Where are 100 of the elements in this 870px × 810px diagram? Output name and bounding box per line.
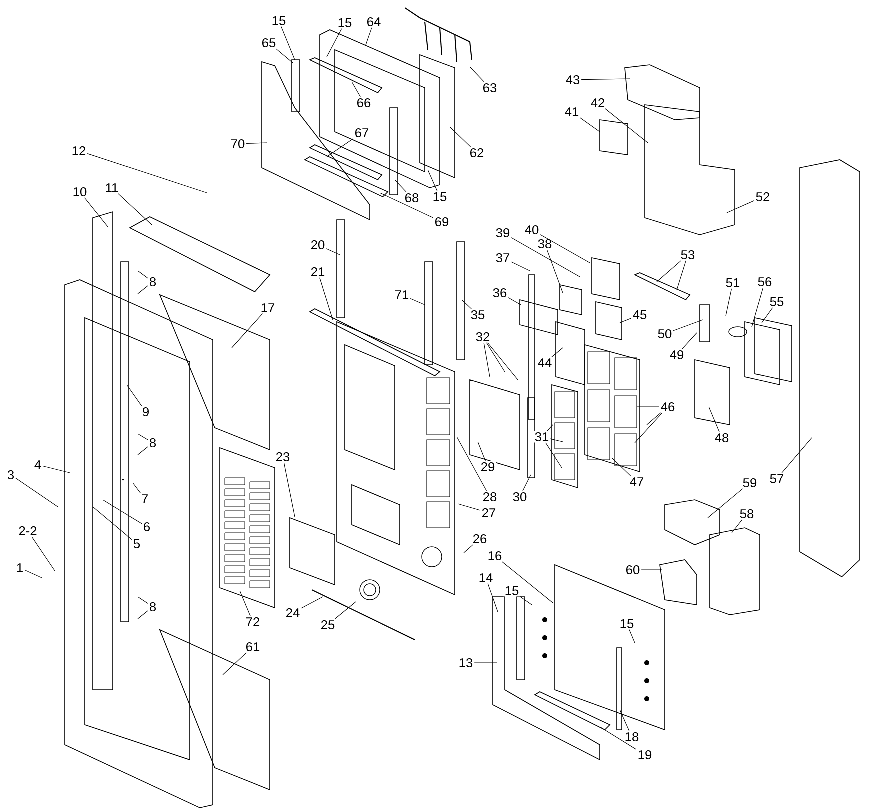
leader-line (118, 194, 152, 226)
callout-number: 2-2 (18, 525, 38, 537)
callout-number: 52 (754, 191, 772, 203)
leader-line (520, 596, 532, 606)
callout-number: 67 (354, 127, 370, 139)
callout-number: 57 (768, 473, 786, 485)
leader-line (138, 446, 148, 456)
callout-number: 65 (260, 37, 278, 49)
leader-line (16, 478, 58, 508)
leader-line (102, 500, 142, 524)
leader-line (410, 298, 426, 306)
callout-number: 44 (536, 357, 554, 369)
callout-number: 27 (480, 507, 498, 519)
callout-number: 66 (356, 97, 372, 109)
leader-line (326, 28, 342, 58)
leader-line (511, 262, 530, 272)
leader-line (646, 412, 662, 426)
callout-number: 1 (15, 562, 25, 574)
leader-line (246, 142, 268, 144)
callout-number: 45 (632, 309, 648, 321)
callout-number: 24 (284, 607, 302, 619)
leader-line (612, 458, 632, 476)
callout-number: 18 (624, 731, 640, 743)
callout-number: 3 (6, 469, 16, 481)
callout-number: 40 (524, 224, 540, 236)
callout-number: 72 (244, 616, 262, 628)
leader-line (326, 248, 340, 256)
callout-number: 60 (624, 564, 642, 576)
callout-number: 49 (668, 349, 686, 361)
callout-number: 15 (618, 618, 636, 630)
leader-line (546, 250, 564, 294)
leader-line (782, 438, 812, 474)
leader-line (138, 610, 148, 620)
leader-line (394, 180, 407, 192)
leader-line (326, 138, 354, 158)
leader-line (634, 412, 663, 444)
callout-number: 37 (494, 252, 512, 264)
callout-number: 31 (534, 431, 550, 443)
callout-number: 70 (230, 138, 246, 150)
leader-line (222, 652, 247, 676)
callout-number: 47 (628, 476, 646, 488)
leader-line (620, 710, 630, 732)
callout-number: 39 (494, 227, 512, 239)
callout-number: 5 (132, 538, 142, 550)
callout-number: 15 (504, 585, 520, 597)
leader-line (636, 406, 660, 408)
leader-line (380, 192, 434, 218)
leader-line (232, 314, 264, 348)
leader-line (478, 442, 486, 462)
leader-line (92, 506, 132, 540)
callout-number: 35 (470, 309, 486, 321)
callout-number: 26 (472, 533, 488, 545)
leader-line (138, 596, 148, 604)
leader-line (32, 536, 56, 572)
callout-number: 51 (724, 277, 742, 289)
callout-number: 38 (536, 238, 554, 250)
leader-line (580, 118, 600, 132)
callout-number: 29 (480, 461, 496, 473)
leader-line (474, 662, 498, 664)
callout-number: 15 (336, 17, 354, 29)
leader-line (456, 436, 488, 492)
leader-line (600, 726, 637, 750)
callout-number: 69 (434, 216, 450, 228)
callout-number: 46 (660, 401, 676, 413)
leader-line (240, 590, 251, 616)
callout-number: 62 (468, 147, 486, 159)
callout-number: 4 (33, 459, 43, 471)
callout-number: 23 (274, 451, 292, 463)
leader-line (87, 154, 208, 194)
leader-line (281, 26, 296, 60)
leader-line (488, 342, 518, 380)
leader-line (732, 520, 743, 534)
callout-number: 12 (70, 145, 88, 157)
callout-number: 17 (260, 302, 276, 314)
callout-number: 63 (482, 82, 498, 94)
leader-line (276, 48, 294, 64)
callout-number: 43 (564, 74, 582, 86)
leader-line (458, 504, 481, 511)
callout-number: 8 (148, 601, 158, 613)
leader-line (138, 286, 148, 294)
leader-line (546, 442, 562, 468)
leader-line (508, 298, 522, 306)
leader-line (138, 434, 148, 440)
callout-number: 21 (310, 266, 326, 278)
leader-line (334, 602, 356, 620)
callout-number: 61 (244, 641, 262, 653)
callout-number: 28 (482, 491, 498, 503)
callout-number: 16 (486, 550, 504, 562)
callout-number: 64 (366, 16, 382, 28)
leader-line (42, 466, 70, 474)
callout-number: 14 (478, 572, 494, 584)
callout-number: 58 (738, 508, 756, 520)
leader-line (462, 300, 472, 310)
leader-line (552, 348, 564, 358)
leader-line (126, 384, 142, 406)
leader-line (682, 332, 698, 350)
leader-line (522, 474, 532, 492)
leader-line (502, 562, 554, 604)
leader-line (470, 66, 485, 82)
leader-line (726, 200, 755, 214)
